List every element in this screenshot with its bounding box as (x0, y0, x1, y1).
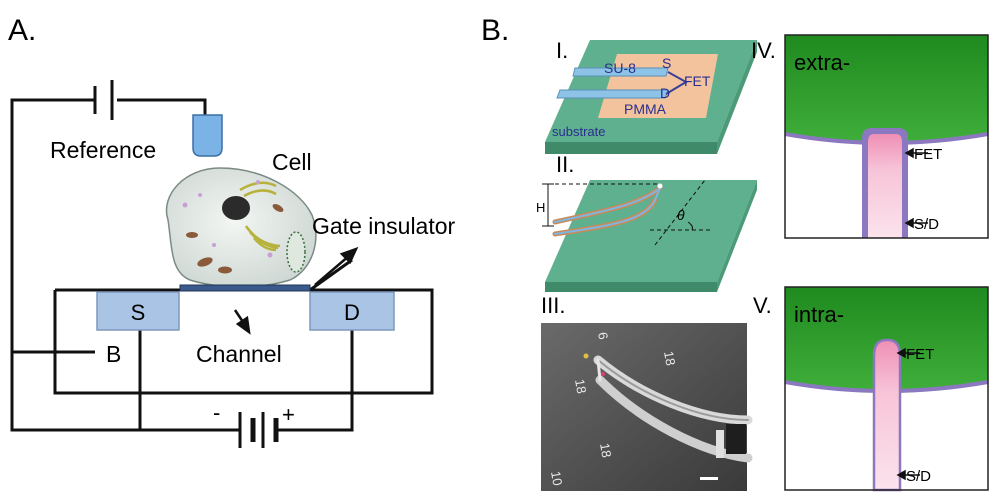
panel-b-v: V. FET S/D intra- (753, 286, 989, 492)
substrate-label: substrate (552, 124, 605, 139)
su8-line-bottom (556, 89, 669, 99)
height-label: H (536, 200, 545, 215)
source-pad (96, 291, 180, 331)
gate-insulator (179, 284, 311, 292)
reference-label: Reference (50, 137, 156, 163)
drain-pad (309, 291, 395, 331)
sem-image (541, 323, 747, 491)
panel-b-iii: III. 6 18 18 18 10 (541, 293, 753, 491)
battery-minus-label: - (213, 400, 220, 425)
cell-interior-iv (785, 35, 988, 143)
angle-label: θ (677, 207, 685, 223)
dimension-lines (548, 179, 710, 246)
intra-label: intra- (794, 302, 844, 327)
fet-label-iv: FET (914, 146, 942, 163)
panel-b-iv: IV. FET S/D extra- (751, 34, 989, 239)
battery-plus-label: + (282, 402, 295, 427)
sem-mark-4: 18 (597, 442, 614, 459)
channel-arrow (233, 309, 251, 335)
panel-b-iv-numeral: IV. (751, 38, 776, 63)
gate-insulator-arrow (314, 246, 359, 286)
panel-b-i-numeral: I. (556, 38, 568, 63)
d-label-i: D (660, 85, 670, 101)
probe-v (872, 338, 902, 492)
nucleus-icon (222, 196, 250, 220)
bent-probe (552, 185, 663, 237)
sd-label-v: S/D (906, 468, 931, 485)
sem-probe (593, 355, 753, 463)
sem-mark-2: 18 (572, 378, 589, 395)
panel-a-label: A. (8, 14, 36, 47)
fet-label-i: FET (684, 73, 711, 89)
fet-label-v: FET (906, 346, 934, 363)
body-label: B (106, 341, 121, 367)
probe-core-iv (868, 134, 902, 238)
panel-b-iii-numeral: III. (541, 293, 565, 318)
gate-insulator-label: Gate insulator (312, 213, 456, 239)
scale-bar (700, 477, 718, 480)
bias-battery (238, 412, 279, 448)
sem-mark-1: 6 (595, 331, 611, 341)
panel-b-ii-numeral: II. (556, 152, 574, 177)
su8-label: SU-8 (604, 60, 636, 76)
channel-label: Channel (196, 341, 282, 367)
source-label: S (131, 300, 146, 325)
panel-a: A. Reference Cell (8, 14, 456, 448)
sem-mark-5: 10 (548, 470, 565, 487)
cell-label: Cell (272, 149, 312, 175)
cell-illustration (165, 167, 317, 288)
reference-battery (93, 80, 114, 120)
s-label-i: S (662, 55, 671, 71)
panel-b: B. I. SU-8 S FET D PMMA substrate II. (481, 14, 989, 492)
panel-b-ii: II. H θ (536, 152, 757, 292)
reference-electrode (192, 114, 223, 157)
panel-b-v-numeral: V. (753, 293, 772, 318)
extra-label: extra- (794, 50, 850, 75)
pmma-label: PMMA (624, 101, 667, 117)
su8-line-top (572, 67, 669, 77)
sd-label-iv: S/D (914, 216, 939, 233)
panel-b-label: B. (481, 14, 509, 47)
sem-mark-3: 18 (661, 350, 678, 367)
panel-b-i: I. SU-8 S FET D PMMA substrate (545, 38, 757, 154)
drain-label: D (344, 300, 360, 325)
substrate-ii (545, 180, 757, 282)
